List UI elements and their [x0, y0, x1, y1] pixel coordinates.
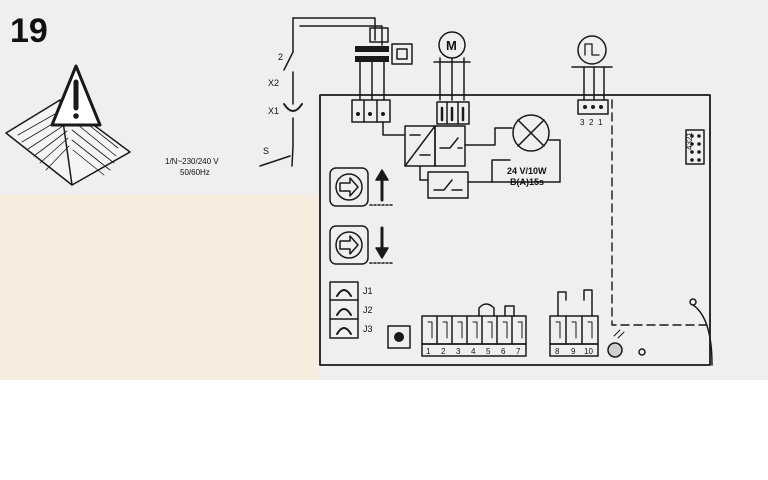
supply-frequency-label: 50/60Hz — [180, 168, 210, 177]
open-button-icon — [329, 167, 393, 207]
jumper-j2-label: J2 — [363, 305, 373, 315]
warning-book-icon — [5, 64, 131, 186]
sensor-pin-3: 3 — [580, 118, 585, 127]
motor-connector — [436, 101, 470, 125]
svg-text:2: 2 — [441, 347, 446, 356]
motor-symbol: M — [446, 38, 457, 53]
jumper-j1-label: J1 — [363, 286, 373, 296]
svg-text:8: 8 — [555, 347, 560, 356]
transformer-icon — [355, 27, 413, 101]
terminal-x2-label: X2 — [268, 78, 279, 88]
lamp-voltage-label: 24 V/10W — [507, 166, 547, 176]
jumper-j3-label: J3 — [363, 324, 373, 334]
pulse-sensor-icon — [571, 35, 613, 115]
radio-module-area — [611, 99, 711, 326]
terminal-strip-left — [421, 303, 527, 357]
switch-2-label: 2 — [278, 52, 283, 62]
jumper-block — [329, 281, 359, 339]
power-connector — [351, 99, 406, 136]
terminal-strip-right — [549, 289, 599, 357]
side-pins-label: 4321 — [685, 132, 694, 150]
svg-text:9: 9 — [571, 347, 576, 356]
svg-text:6: 6 — [501, 347, 506, 356]
close-button-icon — [329, 225, 393, 265]
led-indicator-icon — [607, 329, 625, 358]
switch-s-label: S — [263, 146, 269, 156]
mounting-hole — [638, 348, 646, 356]
svg-text:1: 1 — [426, 347, 431, 356]
lamp-fuse-label: B(A)15s — [510, 177, 544, 187]
svg-text:3: 3 — [456, 347, 461, 356]
sensor-pin-2: 2 — [589, 118, 594, 127]
motor-icon — [433, 31, 471, 101]
terminal-x1-label: X1 — [268, 106, 279, 116]
supply-voltage-label: 1/N~230/240 V — [165, 157, 219, 166]
control-board-outline — [319, 94, 711, 366]
figure-number: 19 — [10, 12, 48, 50]
sensor-pin-1: 1 — [598, 118, 603, 127]
terminal-numbers-right: 8 9 10 — [555, 347, 593, 356]
push-button-dot — [394, 332, 404, 342]
wiring-diagram: 2 X2 X1 S 1/N~230/240 V 50/60Hz M — [5, 17, 713, 366]
svg-text:5: 5 — [486, 347, 491, 356]
warning-lamp-icon — [491, 114, 561, 183]
svg-text:10: 10 — [584, 347, 593, 356]
svg-text:4: 4 — [471, 347, 476, 356]
antenna-icon — [689, 298, 713, 366]
terminal-numbers-left: 1 2 3 4 5 6 7 — [426, 347, 521, 356]
paper-patch — [0, 195, 318, 380]
push-button — [387, 325, 411, 349]
relay-blocks — [404, 125, 513, 199]
svg-text:7: 7 — [516, 347, 521, 356]
supply-wiring — [259, 17, 383, 167]
side-connector — [685, 129, 705, 165]
